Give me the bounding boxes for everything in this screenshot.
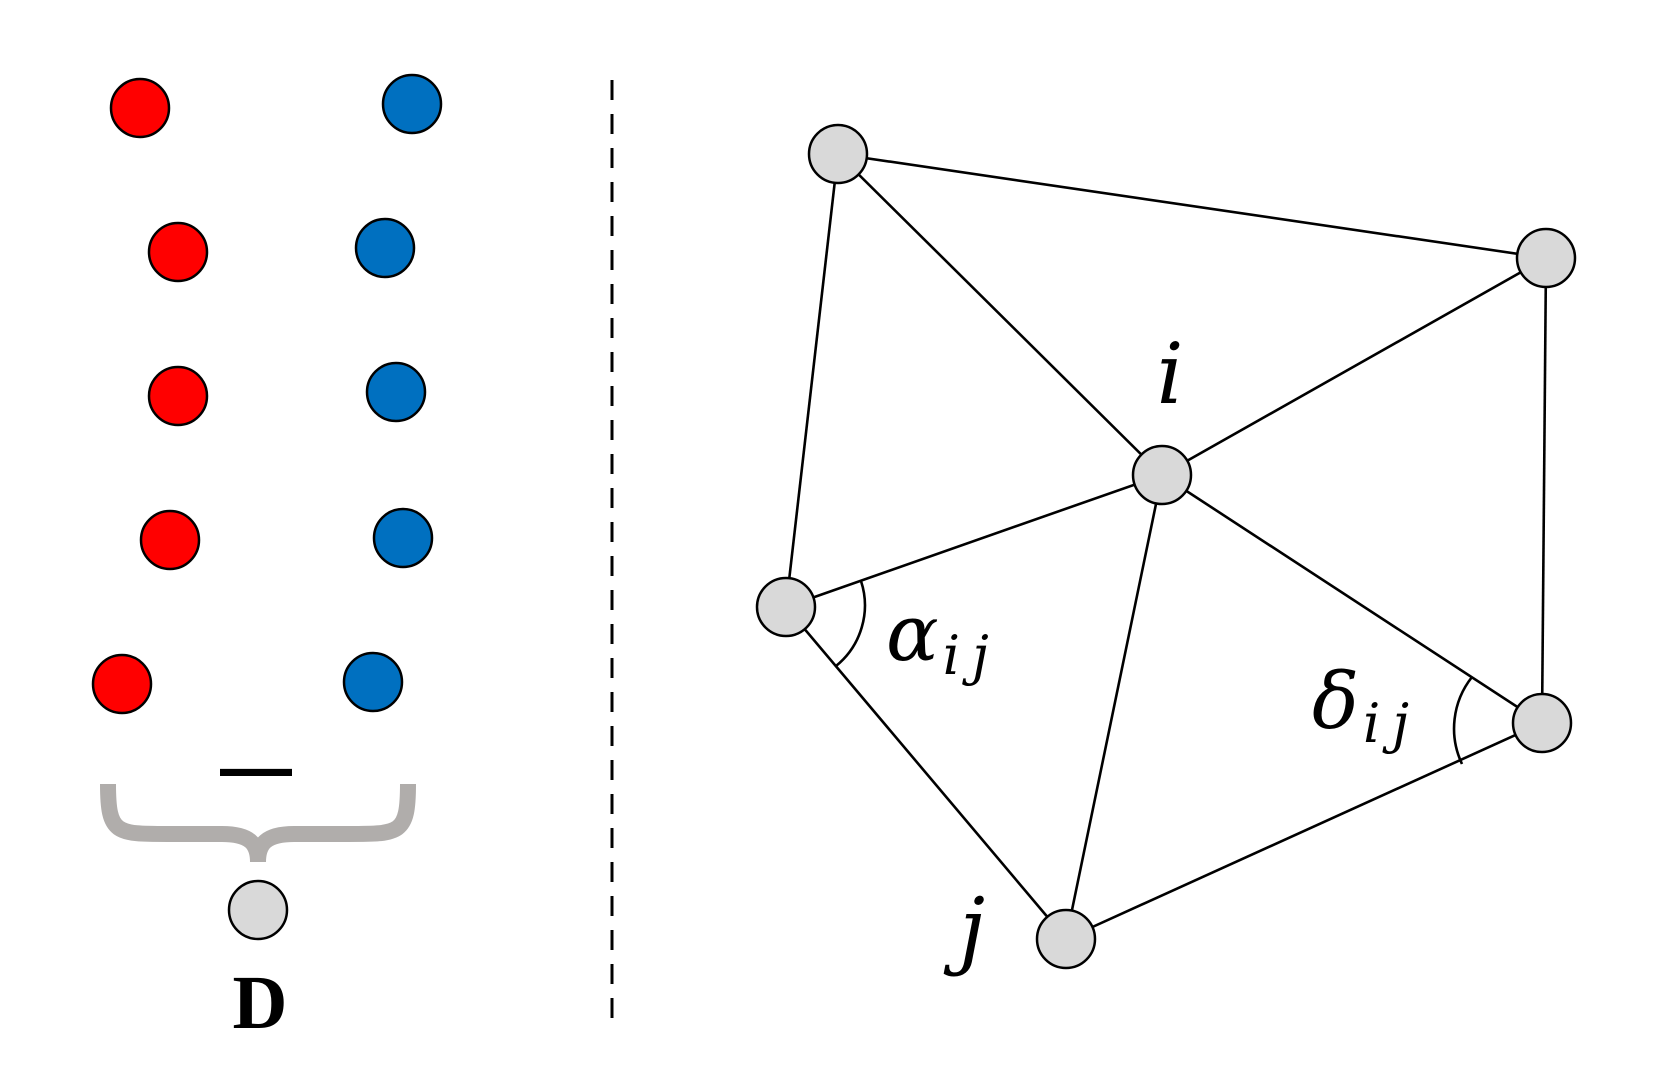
blue-column	[342, 73, 443, 713]
delta-subscript: ij	[1363, 692, 1421, 755]
blue-point	[354, 217, 416, 279]
mesh-node	[1511, 692, 1573, 754]
mesh-node-i	[1131, 444, 1193, 506]
mesh-edge	[1540, 257, 1548, 724]
red-point	[139, 509, 201, 571]
mesh-edge	[837, 152, 1547, 260]
mesh-edge	[1161, 473, 1543, 725]
alpha-symbol: α	[886, 589, 939, 679]
red-point	[91, 653, 153, 715]
minus-symbol: —	[220, 728, 292, 808]
alpha-subscript: ij	[943, 624, 1001, 687]
red-column	[91, 77, 209, 715]
mesh-node-j	[1035, 908, 1097, 970]
left-panel: — D	[91, 73, 443, 1045]
delta-angle-arc	[1452, 676, 1474, 765]
blue-point	[365, 361, 427, 423]
mesh-edge	[785, 473, 1163, 609]
mesh-edge	[784, 153, 840, 608]
mesh-node	[755, 576, 817, 638]
mesh-edge	[1065, 721, 1543, 941]
mesh-edge	[1064, 474, 1164, 940]
mesh-edge	[837, 153, 1163, 476]
node-i-label: i	[1157, 325, 1184, 423]
mesh-edge	[785, 606, 1067, 940]
result-label: D	[233, 961, 288, 1045]
result-node	[227, 879, 289, 941]
alpha-ij-label: αij	[886, 589, 1001, 687]
blue-point	[381, 73, 443, 135]
mesh-edge	[1161, 256, 1547, 477]
red-point	[109, 77, 171, 139]
delta-symbol: δ	[1312, 657, 1359, 747]
mesh-node	[1515, 227, 1577, 289]
red-point	[147, 365, 209, 427]
mesh-node	[807, 123, 869, 185]
delta-ij-label: δij	[1312, 657, 1421, 755]
blue-point	[342, 651, 404, 713]
red-point	[147, 221, 209, 283]
alpha-angle-arc	[835, 580, 867, 668]
node-j-label: j	[943, 880, 985, 978]
curly-brace	[100, 783, 416, 863]
mesh: i j αij δij	[755, 123, 1577, 978]
blue-point	[372, 507, 434, 569]
